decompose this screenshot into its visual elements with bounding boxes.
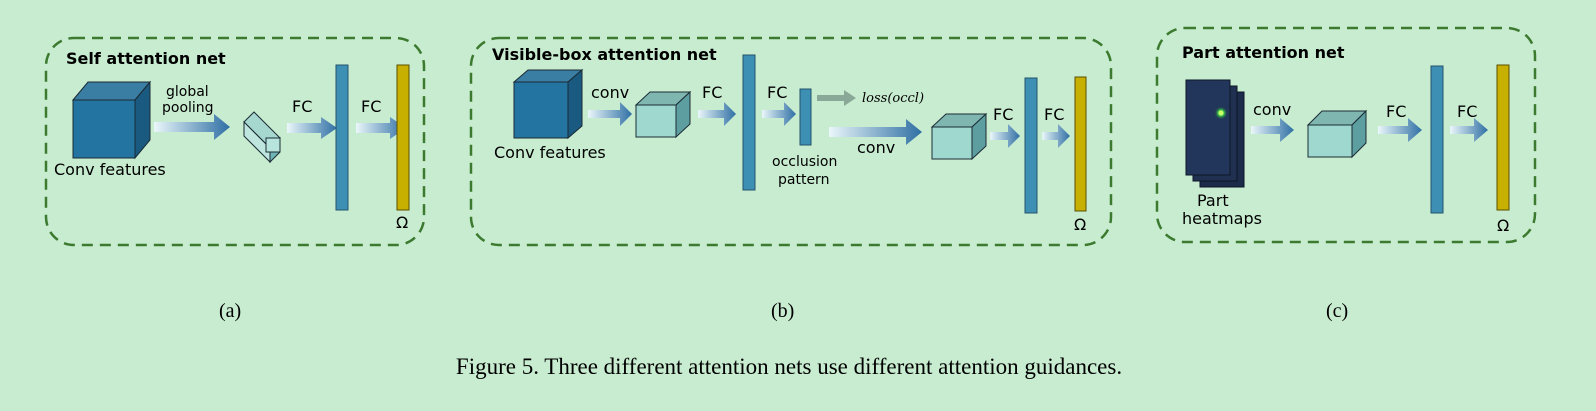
panel-c-title: Part attention net — [1182, 43, 1345, 62]
fc-arrow-c2 — [1450, 118, 1488, 142]
fc-arrow-b3 — [990, 124, 1020, 148]
omega-bar-a — [396, 64, 410, 211]
panel-c-border — [1155, 26, 1537, 244]
panel-b: Visible-box attention net Conv features … — [469, 36, 1113, 247]
part-heatmaps-stack — [1185, 79, 1245, 188]
fc-bar-b1 — [742, 54, 756, 191]
fc-label-c2: FC — [1457, 102, 1477, 121]
fc-arrow-b1 — [698, 102, 736, 126]
occlusion-bar — [799, 88, 812, 146]
fc-label-c1: FC — [1386, 102, 1406, 121]
loss-arrow — [817, 90, 856, 106]
panel-a-title: Self attention net — [66, 49, 226, 68]
panel-a-border — [44, 36, 426, 247]
conv-features-label: Conv features — [54, 160, 166, 179]
conv-arrow-c — [1251, 118, 1294, 142]
fc-label-b4: FC — [1044, 105, 1064, 124]
occlusion-pattern-label-2: pattern — [778, 172, 829, 188]
global-pooling-label-2: pooling — [162, 100, 214, 116]
omega-bar-b — [1074, 76, 1087, 212]
omega-label-a: Ω — [396, 213, 408, 232]
global-pooling-label-1: global — [166, 84, 209, 100]
omega-bar-c — [1496, 64, 1510, 211]
conv-label-b1: conv — [591, 83, 629, 102]
subcaption-a: (a) — [219, 300, 241, 322]
panel-a: Self attention net Conv features global … — [44, 36, 426, 247]
conv-cube-c — [1306, 109, 1368, 159]
fc-label-b3: FC — [993, 105, 1013, 124]
omega-label-c: Ω — [1497, 216, 1509, 235]
pooling-arrow — [154, 114, 230, 140]
panel-b-title: Visible-box attention net — [492, 45, 717, 64]
fc-label-a2: FC — [361, 97, 381, 116]
conv-arrow-b1 — [588, 102, 632, 126]
fc-label-b1: FC — [702, 83, 722, 102]
occlusion-pattern-label-1: occlusion — [772, 154, 837, 170]
conv-features-cube-b — [512, 68, 584, 140]
loss-label: loss(occl) — [862, 91, 924, 106]
conv-label-c: conv — [1253, 100, 1291, 119]
panel-b-border — [469, 36, 1113, 247]
conv-features-cube — [71, 80, 152, 160]
conv-cube-b1 — [634, 90, 692, 139]
fc-arrow-a1 — [287, 117, 337, 139]
conv-arrow-b2 — [829, 119, 922, 145]
panel-c: Part attention net Part heatmaps conv FC… — [1155, 26, 1537, 244]
subcaption-b: (b) — [771, 300, 794, 322]
pooled-cube — [243, 111, 281, 164]
subcaption-c: (c) — [1326, 300, 1348, 322]
figure-caption: Figure 5. Three different attention nets… — [456, 354, 1122, 379]
fc-arrow-b4 — [1042, 124, 1070, 148]
fc-label-a1: FC — [292, 97, 312, 116]
fc-arrow-b2 — [762, 102, 796, 126]
part-heatmaps-label-2: heatmaps — [1182, 209, 1262, 228]
part-heatmaps-label-1: Part — [1197, 191, 1229, 210]
conv-features-label-b: Conv features — [494, 143, 606, 162]
fc-bar-a — [335, 64, 349, 211]
conv-cube-b2 — [930, 112, 988, 161]
fc-bar-c — [1430, 65, 1444, 214]
fc-bar-b2 — [1024, 77, 1038, 214]
omega-label-b: Ω — [1074, 215, 1086, 234]
conv-label-b2: conv — [857, 138, 895, 157]
fc-arrow-c1 — [1378, 118, 1422, 142]
fc-label-b2: FC — [767, 83, 787, 102]
